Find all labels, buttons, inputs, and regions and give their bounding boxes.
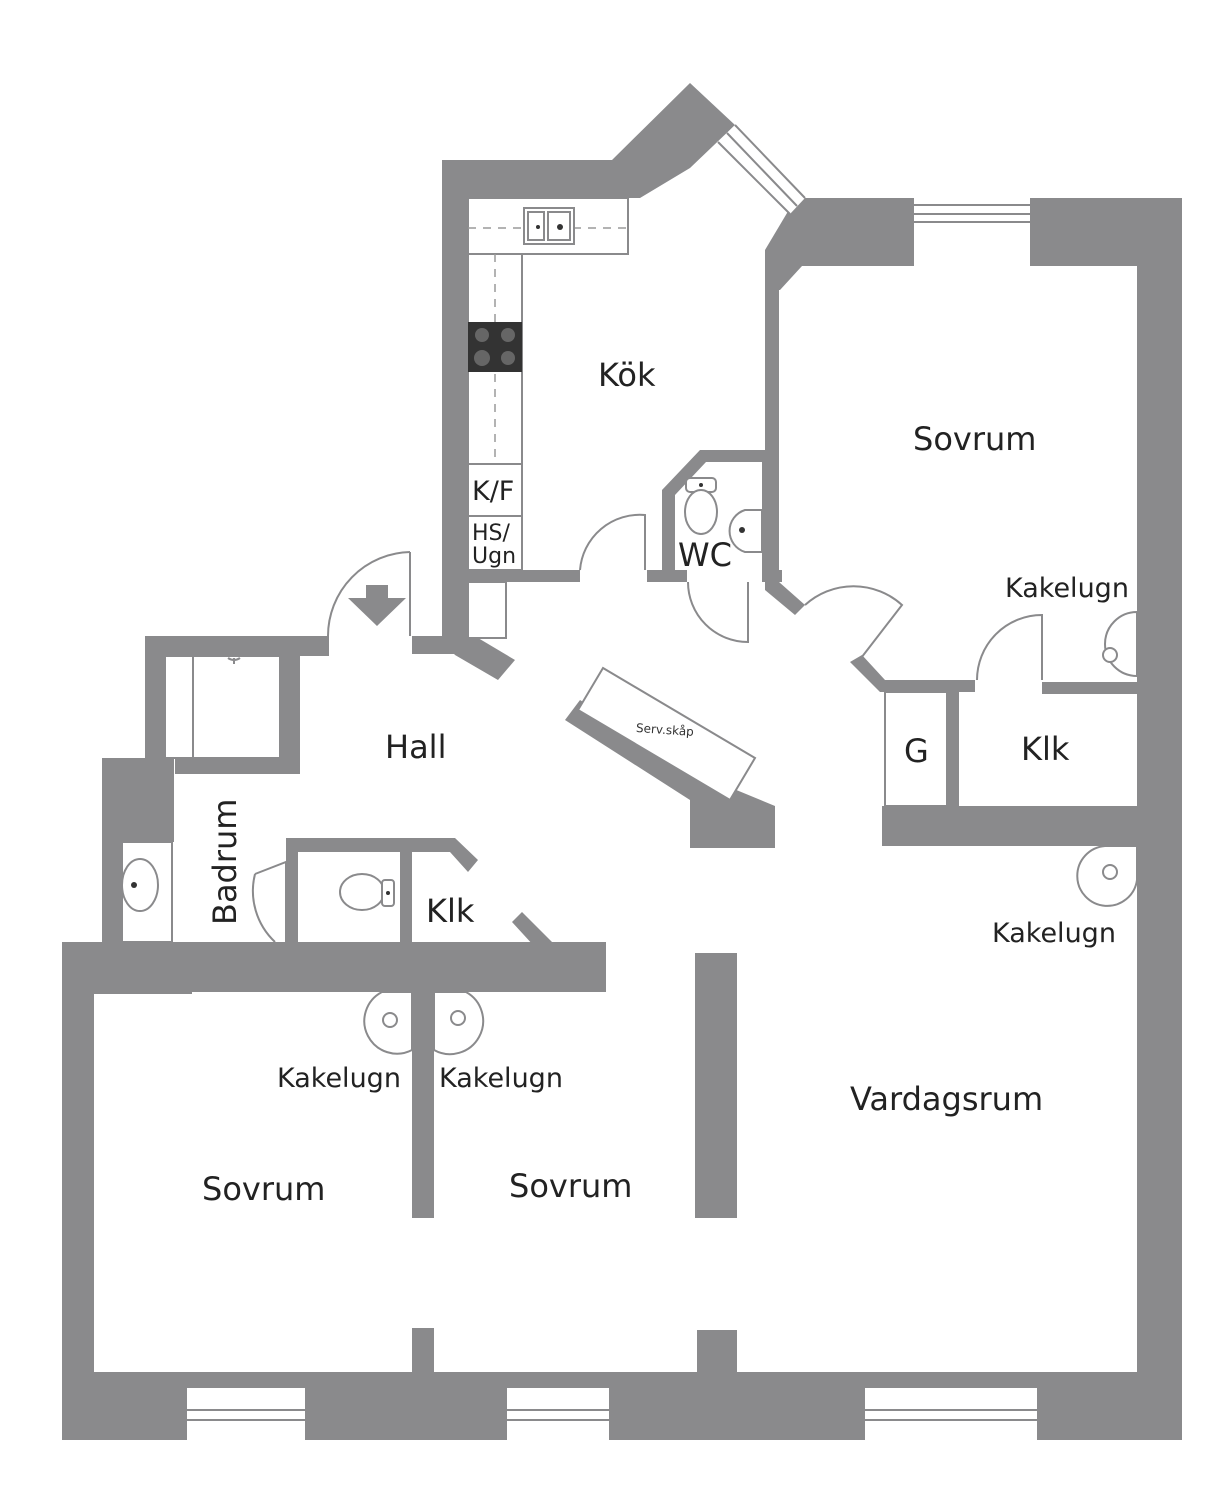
interior-walls — [62, 266, 1137, 1376]
room-label-klk-hall: Klk — [426, 892, 475, 930]
oven-label-line1: HS/ — [472, 521, 511, 546]
entrance-arrow-icon — [348, 585, 406, 626]
tile-stove-icon — [1102, 610, 1138, 678]
tile-stove-label-sw: Kakelugn — [277, 1063, 401, 1094]
kitchen-column — [467, 581, 507, 639]
tile-stove-icon — [363, 991, 413, 1055]
window-sw — [187, 1388, 305, 1440]
window-s — [507, 1388, 609, 1440]
windows — [187, 124, 1037, 1440]
room-labels: Kök Sovrum WC Hall Badrum Klk Klk G Vard… — [202, 356, 1070, 1208]
room-label-vardagsrum: Vardagsrum — [850, 1080, 1043, 1118]
tile-stove-icon — [433, 991, 485, 1056]
tile-stove-label-e: Kakelugn — [992, 918, 1116, 949]
kitchen-counter: K/F HS/ Ugn — [467, 197, 629, 571]
tile-stove-icon — [1076, 845, 1138, 907]
room-label-hall: Hall — [385, 728, 446, 766]
room-label-g: G — [904, 732, 929, 770]
room-label-wc: WC — [678, 536, 732, 574]
window-ne — [914, 198, 1030, 223]
fridge-freezer-label: K/F — [472, 476, 514, 507]
window-se — [865, 1388, 1037, 1440]
badrum-fixtures — [121, 655, 395, 943]
toilet-icon — [684, 477, 718, 535]
tile-stove-label-ne: Kakelugn — [1005, 573, 1129, 604]
room-label-kok: Kök — [598, 356, 656, 394]
washbasin-icon — [728, 509, 763, 553]
room-label-sovrum-sw: Sovrum — [202, 1170, 325, 1208]
sink-icon — [523, 207, 575, 245]
oven-label-line2: Ugn — [472, 544, 516, 569]
room-label-sovrum-s: Sovrum — [509, 1167, 632, 1205]
entrance-door — [327, 551, 411, 637]
doors — [251, 513, 1043, 943]
service-cabinet-label: Serv.skåp — [636, 721, 695, 739]
service-cabinet: Serv.skåp — [576, 666, 757, 802]
room-label-sovrum-ne: Sovrum — [913, 420, 1036, 458]
tile-stove-label-s: Kakelugn — [439, 1063, 563, 1094]
tile-stoves: Kakelugn Kakelugn Kakelugn Kakelugn — [277, 573, 1138, 1094]
toilet-icon — [339, 873, 395, 911]
washbasin-icon — [121, 841, 173, 943]
room-label-klk-ne: Klk — [1021, 730, 1070, 768]
wc-fixtures — [684, 477, 763, 553]
stove-icon — [468, 322, 522, 372]
window-kitchen — [717, 124, 806, 215]
outer-walls — [62, 83, 1182, 1440]
room-label-badrum: Badrum — [206, 799, 244, 925]
